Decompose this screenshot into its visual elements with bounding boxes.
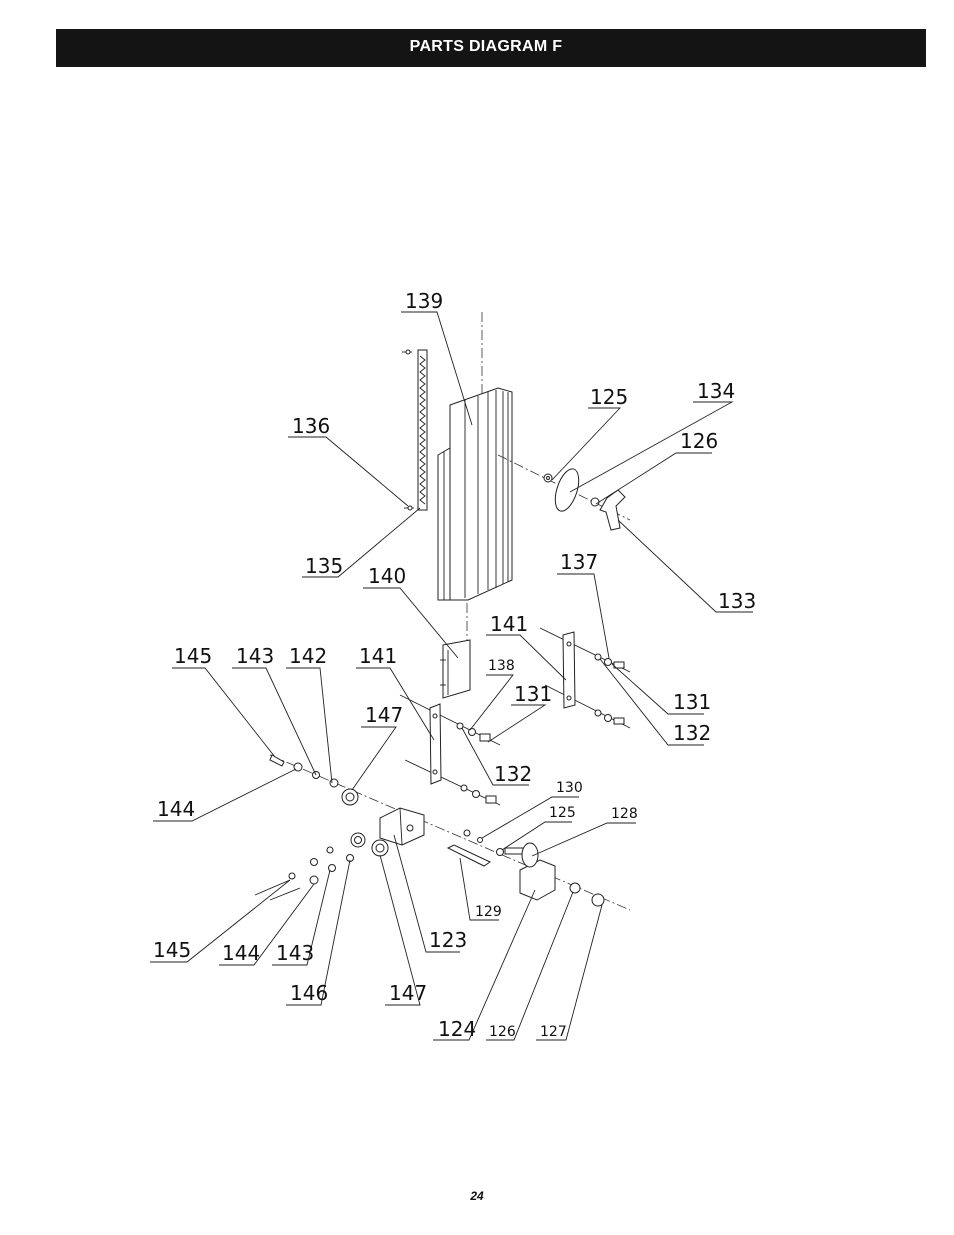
label-134: 134 — [697, 379, 735, 403]
label-141-right: 141 — [490, 612, 528, 636]
label-143-lower: 143 — [276, 941, 314, 965]
label-132-right: 132 — [673, 721, 711, 745]
plate-141-right — [539, 627, 631, 729]
leader-lines — [150, 311, 753, 1041]
label-127: 127 — [540, 1024, 567, 1040]
label-126-lower: 126 — [489, 1024, 516, 1040]
label-123: 123 — [429, 928, 467, 952]
column-extrusion-139 — [437, 387, 513, 601]
label-125-lower: 125 — [549, 805, 576, 821]
label-144-upper: 144 — [157, 797, 195, 821]
label-141-left: 141 — [359, 644, 397, 668]
label-147-lower: 147 — [389, 981, 427, 1005]
label-133: 133 — [718, 589, 756, 613]
fasteners-lower-left — [254, 832, 389, 901]
label-131-right: 131 — [673, 690, 711, 714]
label-137: 137 — [560, 550, 598, 574]
label-128: 128 — [611, 806, 638, 822]
page-title: PARTS DIAGRAM F — [409, 38, 563, 55]
label-138: 138 — [488, 658, 515, 674]
plate-141-left — [399, 694, 501, 806]
header-bar: PARTS DIAGRAM F — [56, 29, 926, 67]
label-147-upper: 147 — [365, 703, 403, 727]
label-142: 142 — [289, 644, 327, 668]
label-136: 136 — [292, 414, 330, 438]
label-145-upper: 145 — [174, 644, 212, 668]
label-140: 140 — [368, 564, 406, 588]
label-135: 135 — [305, 554, 343, 578]
label-130: 130 — [556, 780, 583, 796]
label-125-upper: 125 — [590, 385, 628, 409]
label-139: 139 — [405, 289, 443, 313]
bracket-140 — [440, 639, 471, 699]
label-143-upper: 143 — [236, 644, 274, 668]
label-132-middle: 132 — [494, 762, 532, 786]
label-146: 146 — [290, 981, 328, 1005]
block-assembly-123 — [269, 754, 631, 911]
part-labels: 139 125 134 126 136 135 140 137 133 141 … — [153, 289, 756, 1041]
parts-drawing — [254, 312, 631, 911]
bracket-assembly-124 — [446, 829, 605, 907]
label-145-lower: 145 — [153, 938, 191, 962]
label-129: 129 — [475, 904, 502, 920]
label-124: 124 — [438, 1017, 476, 1041]
label-126-upper: 126 — [680, 429, 718, 453]
label-144-lower: 144 — [222, 941, 260, 965]
label-131-middle: 131 — [514, 682, 552, 706]
page-number: 24 — [470, 1189, 484, 1203]
rack-135 — [402, 349, 428, 511]
knob-assembly-upper — [497, 454, 631, 531]
